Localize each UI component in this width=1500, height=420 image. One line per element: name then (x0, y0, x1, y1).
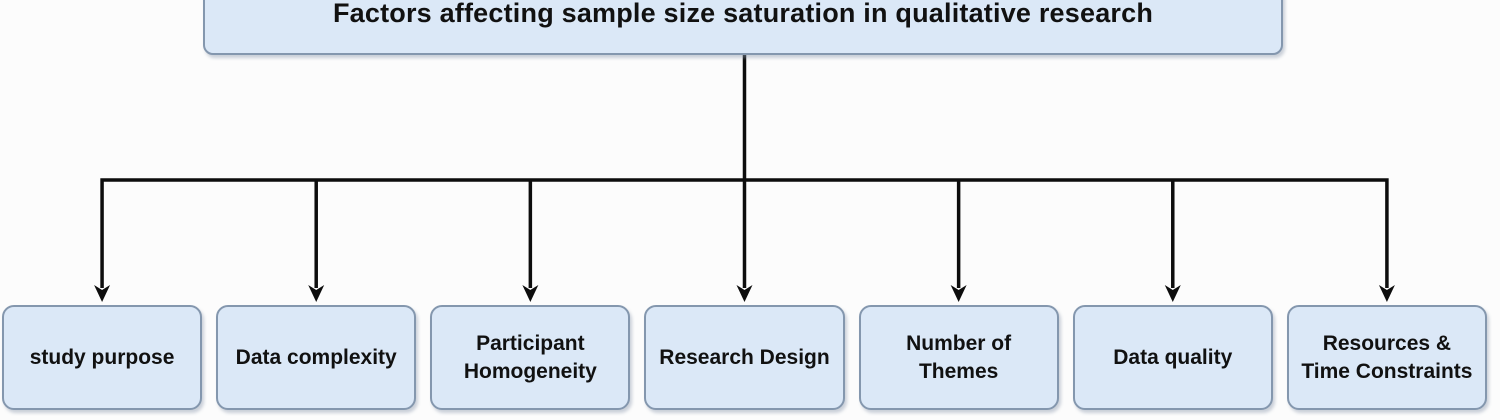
child-node-label: Data complexity (235, 345, 397, 369)
child-node: Research Design (644, 305, 845, 410)
child-node-label: study purpose (29, 345, 175, 369)
children-row: study purpose Data complexity Participan… (2, 305, 1487, 410)
child-node: Participant Homogeneity (430, 305, 631, 410)
child-node: Resources & Time Constraints (1286, 305, 1487, 410)
child-node-label: Data quality (1113, 345, 1233, 369)
child-node-label: Resources & Time Constraints (1301, 332, 1473, 383)
child-node-label: Research Design (659, 345, 830, 369)
child-node: Data quality (1072, 305, 1273, 410)
child-node: study purpose (2, 305, 203, 410)
child-node: Data complexity (216, 305, 417, 410)
root-node: Factors affecting sample size saturation… (203, 0, 1283, 55)
child-node-label: Participant Homogeneity (463, 332, 597, 383)
child-node-label: Number of Themes (906, 332, 1012, 383)
root-node-label: Factors affecting sample size saturation… (332, 0, 1154, 28)
child-node: Number of Themes (858, 305, 1059, 410)
